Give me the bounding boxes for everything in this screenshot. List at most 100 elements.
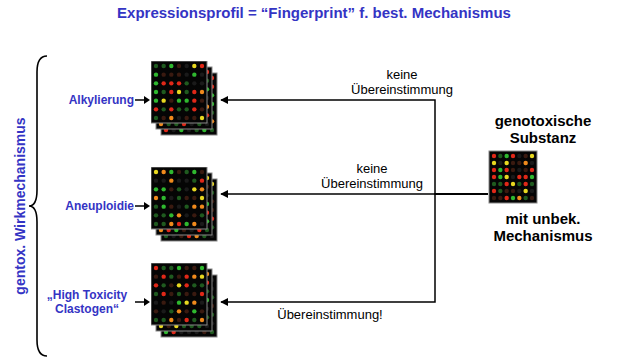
mechanism-node: „High Toxicity Clastogen“: [40, 262, 222, 342]
arrow-head: [144, 298, 150, 306]
array-spot: [192, 178, 196, 182]
array-spot: [184, 64, 188, 68]
arrow-head: [144, 202, 150, 210]
array-spot: [154, 187, 158, 191]
array-spot: [154, 116, 158, 120]
array-spot: [154, 318, 158, 322]
array-spot: [161, 90, 165, 94]
array-spot: [169, 213, 173, 217]
array-spot: [530, 196, 534, 200]
array-spot: [200, 90, 204, 94]
array-spot: [523, 175, 527, 179]
match-label: Übereinstimmung!: [275, 307, 385, 322]
array-spot: [523, 196, 527, 200]
array-spot: [511, 175, 515, 179]
array-spot: [498, 196, 502, 200]
array-spot: [177, 266, 181, 270]
array-spot: [154, 274, 158, 278]
array-spot: [184, 213, 188, 217]
array-spot: [504, 175, 508, 179]
microarray: [488, 150, 538, 204]
curly-brace: [29, 56, 47, 356]
array-spot: [492, 154, 496, 158]
match-arrow: [221, 194, 488, 302]
array-spot: [169, 292, 173, 296]
array-spot: [184, 187, 188, 191]
array-spot: [184, 318, 188, 322]
array-spot: [161, 213, 165, 217]
arrow-shaft: [135, 205, 145, 207]
array-spot: [184, 81, 188, 85]
array-spot: [154, 170, 158, 174]
array-spot: [511, 196, 515, 200]
array-spot: [177, 98, 181, 102]
array-spot: [169, 170, 173, 174]
substance-caption: mit unbek. Mechanismus: [470, 210, 616, 244]
array-spot: [200, 266, 204, 270]
array-spot: [200, 309, 204, 313]
array-spot: [192, 170, 196, 174]
array-spot: [192, 292, 196, 296]
array-spot: [177, 178, 181, 182]
array-spot: [184, 116, 188, 120]
array-spot: [523, 154, 527, 158]
array-spot: [511, 154, 515, 158]
array-spot: [169, 64, 173, 68]
array-spot: [192, 283, 196, 287]
array-spot: [492, 189, 496, 193]
array-spot: [154, 204, 158, 208]
array-spot: [161, 204, 165, 208]
mechanism-label: Alkylierung: [69, 93, 134, 107]
array-spot: [523, 161, 527, 165]
array-spot: [177, 274, 181, 278]
array-spot: [169, 283, 173, 287]
array-spot: [523, 168, 527, 172]
array-spot: [192, 300, 196, 304]
array-spot: [523, 189, 527, 193]
stack-group: [151, 61, 217, 135]
array-spot: [200, 178, 204, 182]
array-spot: [498, 154, 502, 158]
array-spot: [161, 170, 165, 174]
array-spot: [517, 196, 521, 200]
array-spot: [177, 222, 181, 226]
array-spot: [200, 274, 204, 278]
array-spot: [161, 107, 165, 111]
pointer-arrow: [135, 297, 151, 307]
array-spot: [530, 168, 534, 172]
axis-label: gentox. Wirkmechanismus: [10, 66, 30, 346]
array-spot: [177, 107, 181, 111]
array-spot: [154, 64, 158, 68]
array-spot: [161, 292, 165, 296]
array-slide: [151, 61, 207, 123]
array-spot: [511, 189, 515, 193]
array-spot: [177, 204, 181, 208]
substance-heading: genotoxische Substanz: [470, 112, 616, 146]
array-spot: [184, 309, 188, 313]
array-spot: [177, 292, 181, 296]
array-spot: [200, 204, 204, 208]
array-spot: [200, 72, 204, 76]
array-spot: [154, 90, 158, 94]
array-spot: [177, 283, 181, 287]
array-spot: [154, 309, 158, 313]
array-spot: [177, 64, 181, 68]
array-spot: [517, 154, 521, 158]
array-spot: [504, 161, 508, 165]
match-label: keine Übereinstimmung: [315, 161, 429, 191]
array-spot: [154, 72, 158, 76]
array-spot: [184, 196, 188, 200]
array-spot: [511, 182, 515, 186]
pointer-arrow: [135, 95, 151, 105]
array-spot: [504, 168, 508, 172]
array-spot: [154, 81, 158, 85]
array-spot: [184, 98, 188, 102]
array-spot: [504, 189, 508, 193]
array-spot: [192, 196, 196, 200]
array-spot: [192, 98, 196, 102]
array-spot: [184, 274, 188, 278]
array-spot: [517, 175, 521, 179]
array-spot: [192, 309, 196, 313]
array-spot: [161, 300, 165, 304]
array-spot: [192, 222, 196, 226]
